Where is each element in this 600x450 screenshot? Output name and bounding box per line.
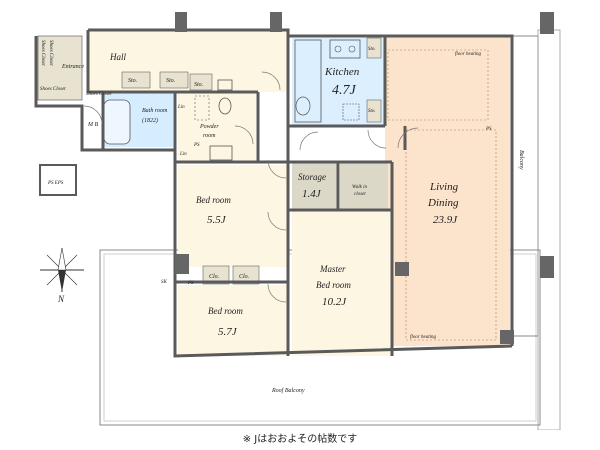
column — [540, 256, 554, 278]
label-kitchen: Kitchen — [324, 66, 360, 78]
column — [500, 330, 514, 344]
label-floor-heating-2: floor heating — [410, 335, 436, 340]
kitchen-sto-side — [366, 99, 382, 123]
label-shoes-closet-1: Shoes Closet — [40, 40, 45, 66]
walls — [34, 28, 514, 358]
column — [175, 12, 187, 32]
bed-room-2 — [178, 285, 288, 356]
label-sto-1: Sto. — [128, 78, 137, 84]
column — [270, 12, 282, 32]
label-bed1: Bed room — [196, 195, 231, 205]
label-mb: M B — [87, 122, 98, 128]
label-entrance: Entrance — [61, 64, 84, 70]
sto-closet-1 — [121, 71, 151, 89]
column — [175, 254, 189, 274]
label-kitchen-sto-side: Sto. — [368, 109, 376, 114]
label-lin-2: Lin — [179, 152, 187, 157]
label-kitchen-sto-top: Sto. — [368, 47, 376, 52]
shoes-closet — [37, 35, 83, 101]
label-storage-size: 1.4J — [302, 188, 322, 200]
kitchen-island — [342, 103, 360, 121]
label-bed2: Bed room — [208, 306, 243, 316]
label-powder-room: room — [203, 133, 216, 139]
label-powder: Powder — [199, 124, 219, 130]
sto-closet-2 — [159, 71, 189, 89]
floor-plan: Hall Entrance Shoes Closet Shoes Closet … — [34, 12, 561, 430]
label-storage: Storage — [298, 172, 326, 182]
storage-room — [292, 162, 338, 210]
floor-heating-area-2 — [405, 129, 497, 341]
label-pseps: PS EPS — [47, 181, 64, 186]
bath-tub — [103, 99, 131, 145]
toilet-tank — [217, 79, 233, 91]
floor-heating-area-1 — [387, 49, 489, 121]
burner — [334, 45, 342, 53]
toilet — [218, 97, 232, 115]
label-bath-room: Bath room — [142, 108, 168, 114]
label-balcony: Balcony — [518, 150, 524, 170]
kitchen-counter — [294, 39, 322, 123]
wash-basin — [209, 145, 233, 161]
label-master-size: 10.2J — [322, 296, 347, 308]
ps-eps-shaft — [39, 164, 77, 196]
clo-closet-1 — [202, 265, 230, 285]
footer-note: ※ Jはおおよその帖数です — [242, 434, 358, 445]
label-bed2-size: 5.7J — [218, 326, 238, 338]
balcony-rail — [537, 29, 561, 430]
label-kitchen-size: 4.7J — [332, 83, 357, 98]
compass — [40, 247, 84, 292]
label-ps-3: PS — [485, 127, 492, 132]
kitchen-stove — [329, 39, 361, 59]
label-floor-heating-1: floor heating — [455, 52, 481, 57]
label-shoes-closet-4: Shoes Closet — [86, 92, 112, 97]
bed-room-1 — [178, 165, 288, 267]
label-roof-balcony: Roof Balcony — [271, 387, 305, 394]
kitchen-sink — [295, 96, 311, 116]
column — [540, 12, 554, 34]
label-bed1-size: 5.5J — [207, 214, 227, 226]
label-living: Living — [429, 181, 459, 193]
label-walk-in: Walk in — [352, 185, 367, 190]
label-clo-1: Clo. — [209, 274, 219, 280]
sto-closet-3 — [189, 73, 213, 91]
label-ps-1: PS — [193, 143, 200, 148]
washing-machine-space — [194, 95, 210, 121]
balcony-outline — [511, 35, 539, 337]
burner — [348, 45, 356, 53]
master-bed-room — [292, 210, 392, 356]
label-sk: SK — [161, 280, 168, 285]
label-lin-1: Lin — [177, 105, 185, 110]
label-shoes-closet-3: Shoes Closet — [40, 87, 66, 92]
label-living-size: 23.9J — [433, 214, 458, 226]
label-sto-2: Sto. — [166, 78, 175, 84]
walk-in-closet — [340, 162, 388, 210]
label-compass-n: N — [57, 294, 65, 304]
label-master: Master — [319, 264, 346, 274]
label-clo-2: Clo. — [239, 274, 249, 280]
label-sto-3: Sto. — [194, 82, 203, 88]
label-master-bed-room: Bed room — [316, 280, 351, 290]
living-dining-room — [385, 36, 510, 346]
label-closet: closet — [354, 192, 366, 197]
kitchen-sto-top — [366, 37, 382, 59]
powder-room — [178, 92, 256, 162]
label-bath-room-size: (1822) — [142, 117, 158, 124]
label-hall: Hall — [109, 52, 127, 62]
doors — [83, 71, 419, 303]
label-ps-2: PS — [187, 281, 194, 286]
column — [395, 262, 409, 276]
label-shoes-closet-2: Shoes Closet — [48, 40, 53, 66]
clo-closet-2 — [232, 265, 260, 285]
label-dining: Dining — [427, 197, 459, 209]
